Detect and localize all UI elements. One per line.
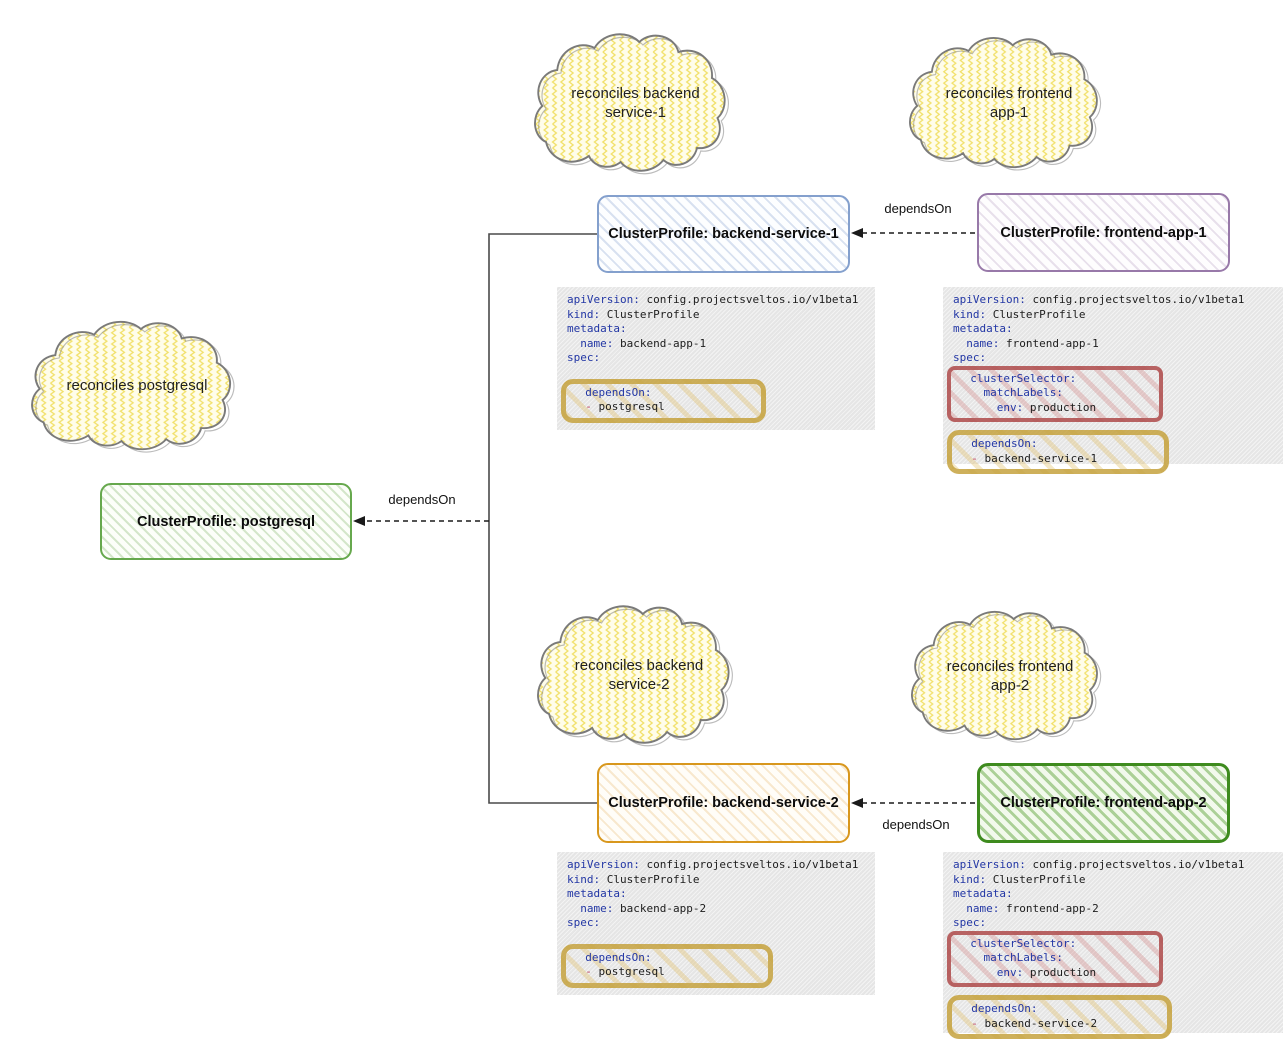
yaml-line: spec: xyxy=(567,351,601,364)
cloud-label: app-1 xyxy=(989,104,1029,121)
cloud-label: app-2 xyxy=(990,677,1030,694)
clusterprofile-box-frontend-app-1: ClusterProfile: frontend-app-1 xyxy=(977,193,1230,272)
clusterprofile-box-backend-service-2: ClusterProfile: backend-service-2 xyxy=(597,763,850,843)
edge-label-dependson-top: dependsOn xyxy=(884,201,952,216)
yaml-line: spec: xyxy=(953,351,987,364)
yaml-line: env: production xyxy=(957,965,1097,979)
yaml-block-backend-app-2: apiVersion: config.projectsveltos.io/v1b… xyxy=(557,852,875,995)
yaml-line: - backend-service-2 xyxy=(958,1016,1098,1030)
yaml-line: clusterSelector: xyxy=(957,936,1077,950)
yaml-block-frontend-app-2: apiVersion: config.projectsveltos.io/v1b… xyxy=(943,852,1283,1039)
clusterprofile-box-label: ClusterProfile: frontend-app-2 xyxy=(1000,795,1207,811)
yaml-line: apiVersion: config.projectsveltos.io/v1b… xyxy=(953,293,1245,306)
yaml-line: name: backend-app-1 xyxy=(567,336,707,350)
clusterprofile-box-frontend-app-2: ClusterProfile: frontend-app-2 xyxy=(977,763,1230,843)
arrowhead-icon xyxy=(851,228,863,238)
cloud-icon xyxy=(537,605,733,747)
yaml-line: name: backend-app-2 xyxy=(567,901,707,915)
yaml-blank-line xyxy=(953,987,1273,995)
cloud-label: service-2 xyxy=(608,676,670,693)
cloud-reconciles-postgresql: reconciles postgresql xyxy=(30,316,244,456)
clusterselector-highlight: clusterSelector: matchLabels: env: produ… xyxy=(947,930,1163,987)
yaml-line: matchLabels: xyxy=(957,386,1063,399)
dependson-highlight: dependsOn: - backend-service-1 xyxy=(947,430,1169,474)
clusterprofile-box-backend-service-1: ClusterProfile: backend-service-1 xyxy=(597,195,850,273)
dependson-highlight: dependsOn: - backend-service-2 xyxy=(947,995,1172,1039)
yaml-line: - postgresql xyxy=(572,965,665,978)
edge-label-dependson-bottom: dependsOn xyxy=(882,817,950,832)
clusterprofile-box-label: ClusterProfile: backend-service-2 xyxy=(608,795,839,811)
clusterprofile-box-label: ClusterProfile: backend-service-1 xyxy=(608,226,839,242)
yaml-line: dependsOn: xyxy=(958,1002,1038,1015)
yaml-line: metadata: xyxy=(567,322,627,335)
cloud-icon xyxy=(909,37,1101,171)
yaml-line: env: production xyxy=(957,400,1097,414)
cloud-reconciles-frontend-app-2: reconciles frontend app-2 xyxy=(910,606,1110,746)
yaml-line: - backend-service-1 xyxy=(958,451,1098,465)
yaml-line: dependsOn: xyxy=(572,950,652,964)
yaml-line: - postgresql xyxy=(572,400,665,413)
edge-label-dependson-postgresql: dependsOn xyxy=(388,492,456,507)
dependson-highlight: dependsOn: - postgresql xyxy=(561,378,766,423)
yaml-blank-line xyxy=(953,422,1273,430)
yaml-line: apiVersion: config.projectsveltos.io/v1b… xyxy=(567,293,859,306)
clusterselector-highlight: clusterSelector: matchLabels: env: produ… xyxy=(947,365,1163,422)
cloud-label: reconciles backend xyxy=(571,84,700,102)
yaml-line: clusterSelector: xyxy=(957,371,1077,385)
yaml-line: matchLabels: xyxy=(957,951,1063,964)
cloud-icon xyxy=(534,33,729,175)
yaml-line: spec: xyxy=(953,916,987,929)
yaml-block-frontend-app-1: apiVersion: config.projectsveltos.io/v1b… xyxy=(943,287,1283,474)
yaml-line: metadata: xyxy=(567,887,627,900)
cloud-icon xyxy=(911,611,1102,743)
solid-branch-connector xyxy=(488,233,598,804)
yaml-blank-line xyxy=(567,931,865,944)
yaml-line: kind: ClusterProfile xyxy=(953,872,1086,886)
yaml-line: apiVersion: config.projectsveltos.io/v1b… xyxy=(567,858,859,871)
cloud-label: reconciles postgresql xyxy=(66,377,208,395)
cloud-reconciles-backend-service-1: reconciles backend service-1 xyxy=(533,28,738,178)
cloud-reconciles-backend-service-2: reconciles backend service-2 xyxy=(536,600,742,750)
cloud-label: service-1 xyxy=(605,104,666,121)
arrowhead-icon xyxy=(353,516,365,526)
yaml-line: dependsOn: xyxy=(958,437,1038,450)
clusterprofile-box-label: ClusterProfile: frontend-app-1 xyxy=(1000,224,1207,241)
cloud-label: reconciles frontend xyxy=(946,657,1074,675)
yaml-line: dependsOn: xyxy=(572,385,652,399)
cloud-icon xyxy=(31,321,235,453)
yaml-block-backend-app-1: apiVersion: config.projectsveltos.io/v1b… xyxy=(557,287,875,430)
yaml-line: kind: ClusterProfile xyxy=(567,872,700,886)
yaml-line: kind: ClusterProfile xyxy=(567,307,700,321)
arrowhead-icon xyxy=(851,798,863,808)
yaml-line: name: frontend-app-1 xyxy=(953,336,1099,350)
yaml-line: name: frontend-app-2 xyxy=(953,901,1099,915)
yaml-line: apiVersion: config.projectsveltos.io/v1b… xyxy=(953,858,1245,871)
dependson-highlight: dependsOn: - postgresql xyxy=(561,943,773,988)
cloud-label: reconciles frontend xyxy=(945,84,1073,102)
clusterprofile-box-label: ClusterProfile: postgresql xyxy=(136,513,316,530)
yaml-line: spec: xyxy=(567,916,601,929)
clusterprofile-box-postgresql: ClusterProfile: postgresql xyxy=(100,483,352,560)
yaml-line: metadata: xyxy=(953,887,1013,900)
cloud-reconciles-frontend-app-1: reconciles frontend app-1 xyxy=(908,32,1110,174)
yaml-line: kind: ClusterProfile xyxy=(953,307,1086,321)
cloud-label: reconciles backend xyxy=(574,656,704,674)
yaml-blank-line xyxy=(567,366,865,379)
yaml-line: metadata: xyxy=(953,322,1013,335)
